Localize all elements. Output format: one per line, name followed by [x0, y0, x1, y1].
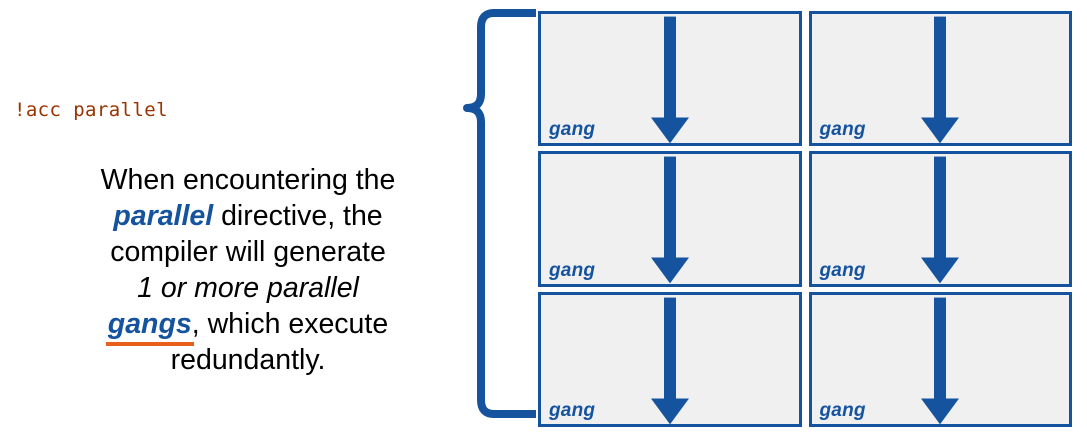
description-line-5: , which execute	[191, 308, 389, 340]
description-line-3: compiler will generate	[110, 236, 386, 268]
description-line-2: directive, the	[213, 200, 383, 232]
description-text: When encountering the parallel directive…	[58, 162, 438, 378]
gang-label: gang	[549, 400, 596, 422]
gang-cell[interactable]: gang	[808, 291, 1072, 427]
down-arrow-icon	[921, 16, 960, 144]
down-arrow-icon	[921, 156, 960, 284]
down-arrow-icon	[650, 297, 689, 424]
keyword-gangs: gangs	[105, 308, 194, 346]
down-arrow-icon	[650, 16, 689, 144]
keyword-parallel: parallel	[113, 200, 214, 232]
gang-cell[interactable]: gang	[808, 151, 1072, 287]
gang-label: gang	[819, 119, 866, 141]
gang-label: gang	[819, 259, 866, 281]
gang-cell[interactable]: gang	[808, 11, 1072, 147]
gang-label: gang	[549, 259, 596, 281]
gang-grid: gang gang gang gang gang	[538, 11, 1072, 427]
gang-cell[interactable]: gang	[538, 151, 802, 287]
down-arrow-icon	[921, 297, 960, 424]
down-arrow-icon	[650, 156, 689, 284]
gang-label: gang	[819, 400, 866, 422]
gang-label: gang	[549, 119, 596, 141]
explanation-panel: !acc parallel When encountering the para…	[0, 0, 455, 432]
description-line-1: When encountering the	[100, 164, 396, 196]
gang-cell[interactable]: gang	[538, 11, 802, 147]
code-directive-text: !acc parallel	[14, 99, 168, 121]
description-line-4: 1 or more parallel	[137, 272, 359, 304]
description-line-6: redundantly.	[170, 344, 326, 376]
gang-cell[interactable]: gang	[538, 291, 802, 427]
left-curly-brace-icon	[448, 4, 540, 432]
